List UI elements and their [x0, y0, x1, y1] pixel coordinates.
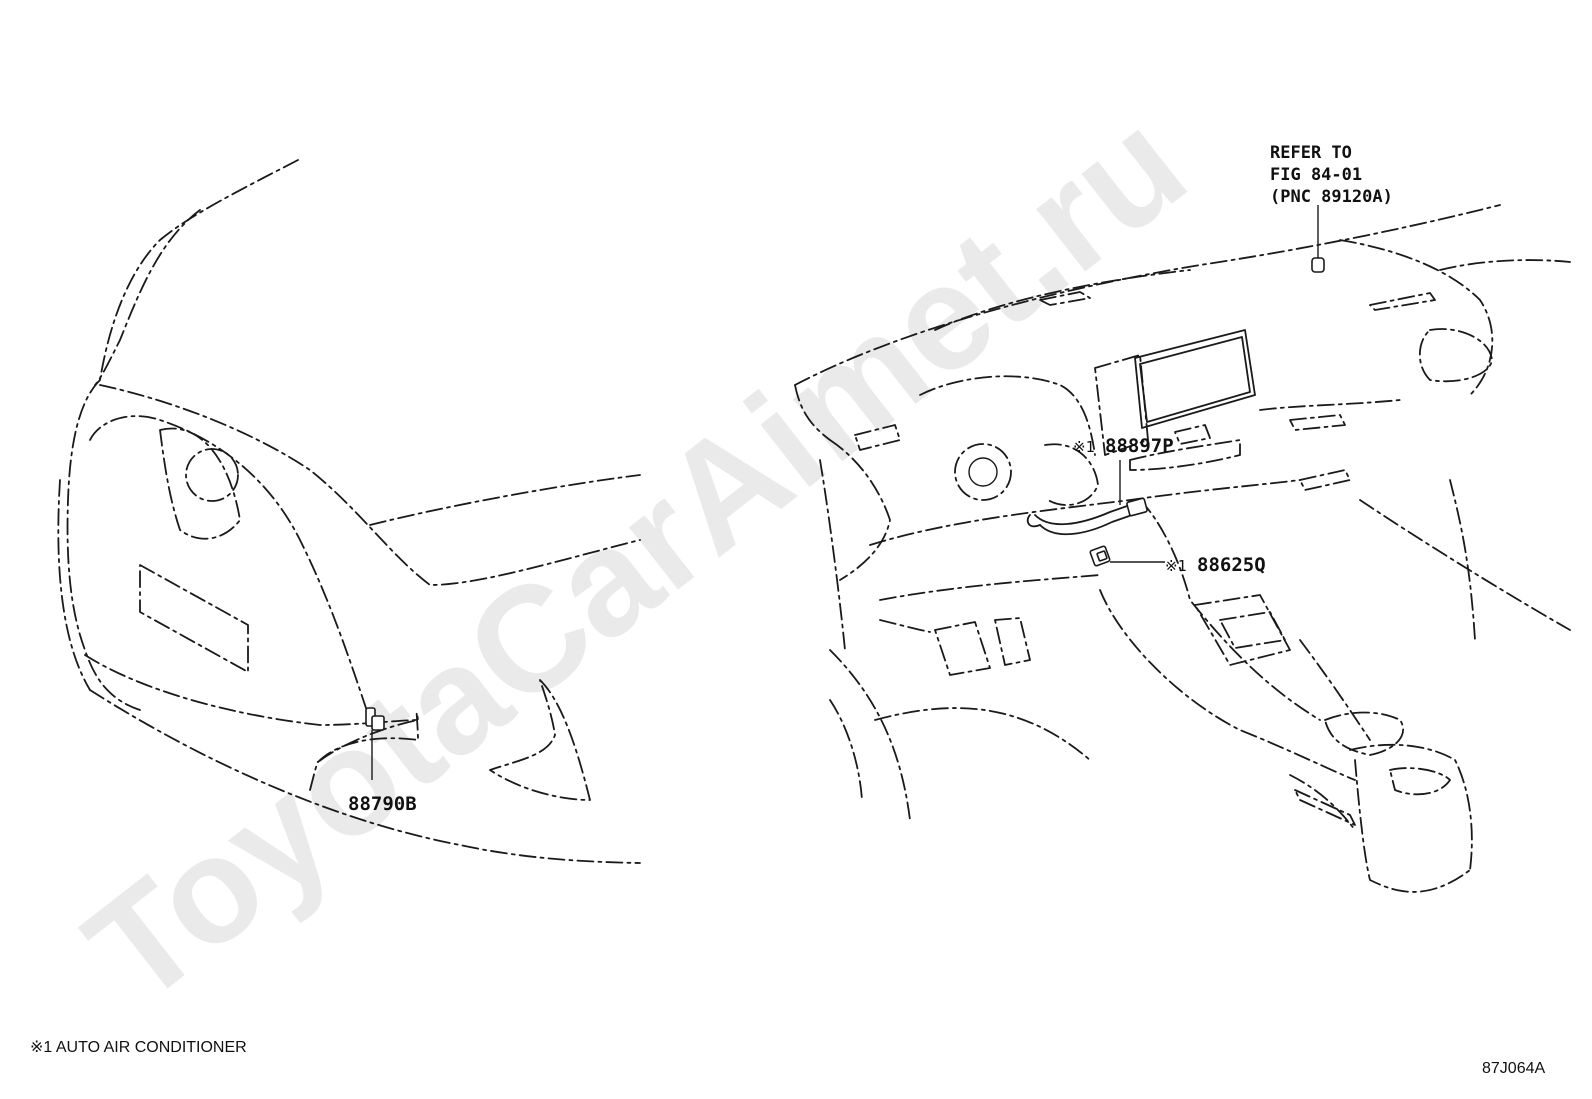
figure-code: 87J064A: [1482, 1060, 1545, 1077]
vehicle-front-view: [57, 159, 641, 864]
dashboard-interior-view: [794, 204, 1571, 893]
part-prefix-88625q: ※1: [1165, 557, 1187, 575]
footnote-auto-ac: ※1 AUTO AIR CONDITIONER: [30, 1039, 247, 1056]
refer-note-line3: (PNC 89120A): [1270, 187, 1393, 207]
watermark-text: ToyotaCarAimet.ru: [56, 78, 1215, 1035]
sensor-88790b: [365, 707, 385, 780]
part-prefix-88897p: ※1: [1073, 438, 1095, 456]
part-number-88790b: 88790B: [348, 793, 417, 815]
sensor-88625q: [1089, 545, 1165, 567]
refer-note-line1: REFER TO: [1270, 143, 1352, 163]
duct-88897p: [1026, 460, 1148, 536]
refer-note-line2: FIG 84-01: [1270, 165, 1362, 185]
part-number-88625q: 88625Q: [1197, 554, 1266, 576]
solar-sensor-89120a: [1311, 205, 1325, 273]
part-number-88897p: 88897P: [1105, 435, 1174, 457]
